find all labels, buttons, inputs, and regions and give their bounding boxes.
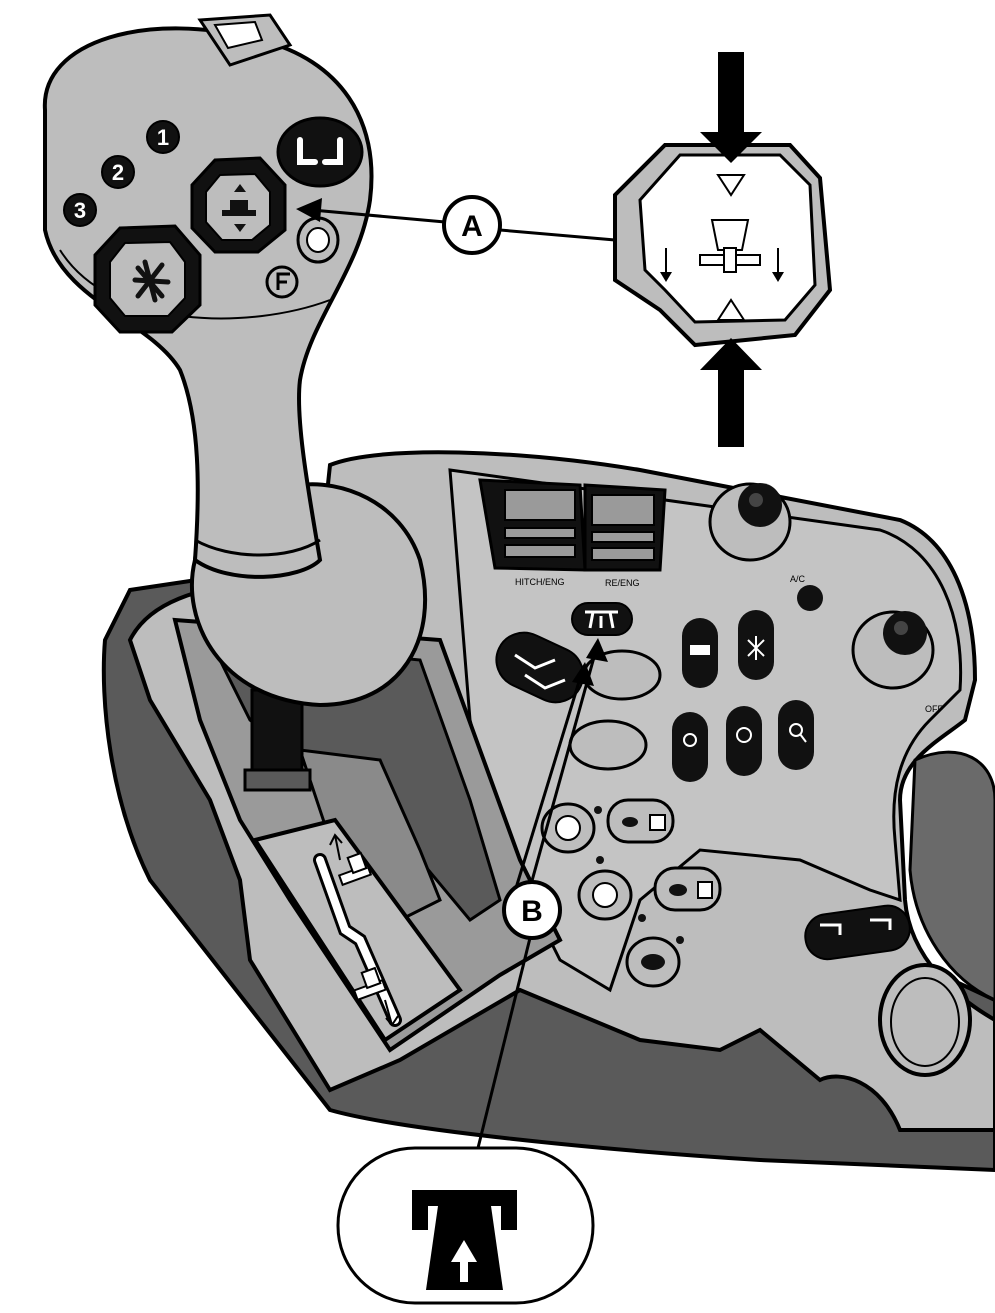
control-panel: HITCH/ENG RE/ENG A/C OFF — [478, 478, 943, 988]
shift-gate — [172, 617, 563, 1053]
panel-seat-button[interactable] — [487, 624, 592, 712]
callout-b-arrowhead-1 — [586, 638, 608, 662]
callout-a-leader-right — [499, 228, 616, 242]
panel-button-b[interactable] — [571, 602, 633, 636]
console-oval-recess — [878, 963, 972, 1077]
callout-a-circle — [442, 195, 502, 255]
hitch-up-icon — [329, 833, 373, 887]
upper-knob-label: A/C — [790, 574, 806, 584]
lower-knob-label: OFF — [925, 704, 943, 714]
joystick-f-button[interactable] — [265, 265, 299, 299]
rocker-switch-right[interactable] — [583, 483, 667, 572]
callout-a-arrowhead — [296, 198, 322, 222]
joystick-button-3-label: 3 — [74, 198, 86, 223]
callout-b-leader-2 — [514, 671, 584, 889]
joystick-button-1[interactable]: 1 — [146, 120, 180, 154]
callout-a: A — [296, 195, 616, 255]
hitch-down-icon — [352, 966, 399, 1027]
joystick-multifunction-switch[interactable] — [93, 224, 202, 334]
detail-a-switch — [613, 52, 833, 447]
callout-b-circle — [502, 880, 562, 940]
speed-button-3[interactable] — [577, 869, 633, 921]
callout-b-leader-1 — [528, 649, 598, 889]
hitch-raise-lower-icon — [222, 184, 256, 232]
tortoise-button-low[interactable] — [625, 936, 681, 988]
callout-b-label: B — [521, 895, 543, 928]
callout-b: B — [476, 638, 608, 1149]
panel-button-5[interactable] — [778, 700, 814, 770]
panel-button-grid — [672, 610, 814, 782]
joystick-small-button[interactable] — [296, 216, 340, 264]
speed-buttons — [540, 798, 722, 988]
detail-b-button — [336, 1146, 595, 1305]
hitch-raise-lower-icon — [660, 219, 784, 282]
fan-icon — [132, 259, 171, 303]
press-arrow-up — [700, 338, 762, 447]
panel-button-1[interactable] — [682, 618, 718, 688]
detail-triangle-down — [716, 174, 746, 197]
joystick-handle: 1 2 3 — [42, 13, 428, 708]
callout-a-leader-left — [311, 208, 446, 224]
rocker-right-label: RE/ENG — [605, 578, 640, 588]
detail-triangle-up — [716, 298, 746, 321]
joystick-shaft — [243, 688, 312, 792]
hare-speed-button[interactable] — [606, 798, 675, 844]
panel-button-3[interactable] — [672, 712, 708, 782]
joystick-return-button[interactable] — [276, 116, 364, 188]
joystick-button-2-label: 2 — [112, 160, 124, 185]
tortoise-icon — [669, 881, 713, 899]
hare-icon — [622, 814, 666, 831]
upper-rotary-knob[interactable] — [708, 482, 792, 562]
joystick-button-2[interactable]: 2 — [101, 155, 135, 189]
blank-recess-2 — [568, 719, 648, 771]
joystick-top-switch[interactable] — [197, 13, 293, 67]
console-oval-inner — [890, 977, 960, 1067]
hitch-raise-lower-switch[interactable] — [190, 156, 287, 254]
joystick-button-1-label: 1 — [157, 125, 169, 150]
reverse-pto-icon — [412, 1190, 517, 1290]
callout-b-leader-down — [476, 937, 532, 1149]
press-arrow-down — [700, 52, 762, 163]
rocker-left-label: HITCH/ENG — [515, 577, 565, 587]
callout-a-label: A — [461, 210, 483, 243]
panel-button-2[interactable] — [738, 610, 774, 680]
rocker-switch-left[interactable] — [478, 478, 587, 572]
tortoise-speed-button[interactable] — [653, 866, 722, 912]
ac-indicator-button[interactable] — [797, 585, 823, 611]
panel-hitch-mode-button[interactable] — [802, 903, 912, 962]
joystick-button-3[interactable]: 3 — [63, 193, 97, 227]
panel-button-4[interactable] — [726, 706, 762, 776]
callout-b-arrowhead-2 — [572, 662, 594, 686]
lower-rotary-knob[interactable] — [851, 610, 935, 690]
speed-button-1[interactable] — [540, 802, 596, 854]
